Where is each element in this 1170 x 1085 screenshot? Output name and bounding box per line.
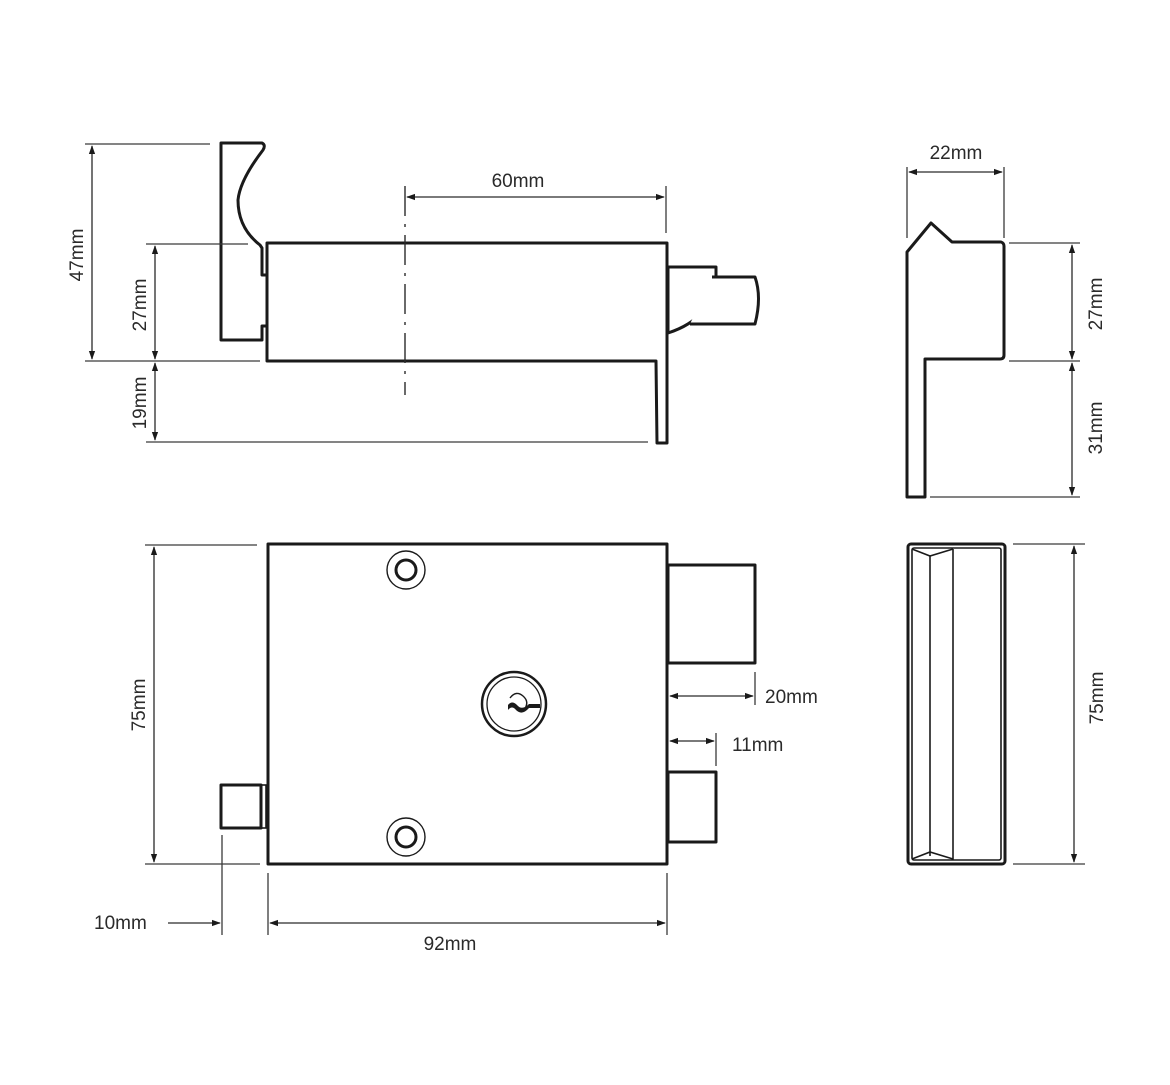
dim-lower-extension: 19mm [130,377,151,430]
dim-end-lower-height: 31mm [1086,402,1107,455]
end-profile [905,221,1006,499]
side-bolt-tip [690,275,760,326]
front-staple [219,783,263,830]
front-view [219,542,757,866]
side-view [219,141,760,445]
side-handle-profile [219,141,269,342]
dim-staple-projection: 10mm [94,913,147,934]
side-view-dimensions: 47mm 27mm 19mm 60mm [67,143,667,443]
dim-overall-height: 47mm [67,229,88,282]
dim-latch-throw: 11mm [732,735,783,756]
end-view-bottom [906,542,1007,866]
front-deadbolt [666,563,757,665]
dim-deadbolt-throw: 20mm [765,687,818,708]
end-plate-outer [906,542,1007,866]
dim-end-plate-height: 75mm [1087,672,1108,725]
dim-end-width: 22mm [930,143,983,164]
front-latch [666,770,718,844]
key-cylinder-icon [480,670,548,738]
dim-bolt-backset: 60mm [492,171,545,192]
screw-hole-top [386,550,426,590]
front-view-dimensions: 75mm 92mm 10mm 20mm 11mm [94,544,818,955]
end-view-top [905,221,1006,499]
side-case [265,241,669,445]
dim-end-upper-height: 27mm [1086,278,1107,331]
front-case [266,542,669,866]
screw-hole-bottom [386,817,426,857]
dim-front-width: 92mm [424,934,477,955]
end-view-top-dimensions: 22mm 27mm 31mm [906,143,1107,498]
dim-body-height: 27mm [130,279,151,332]
end-view-bottom-dimensions: 75mm [1013,543,1108,865]
dim-front-height: 75mm [129,679,150,732]
